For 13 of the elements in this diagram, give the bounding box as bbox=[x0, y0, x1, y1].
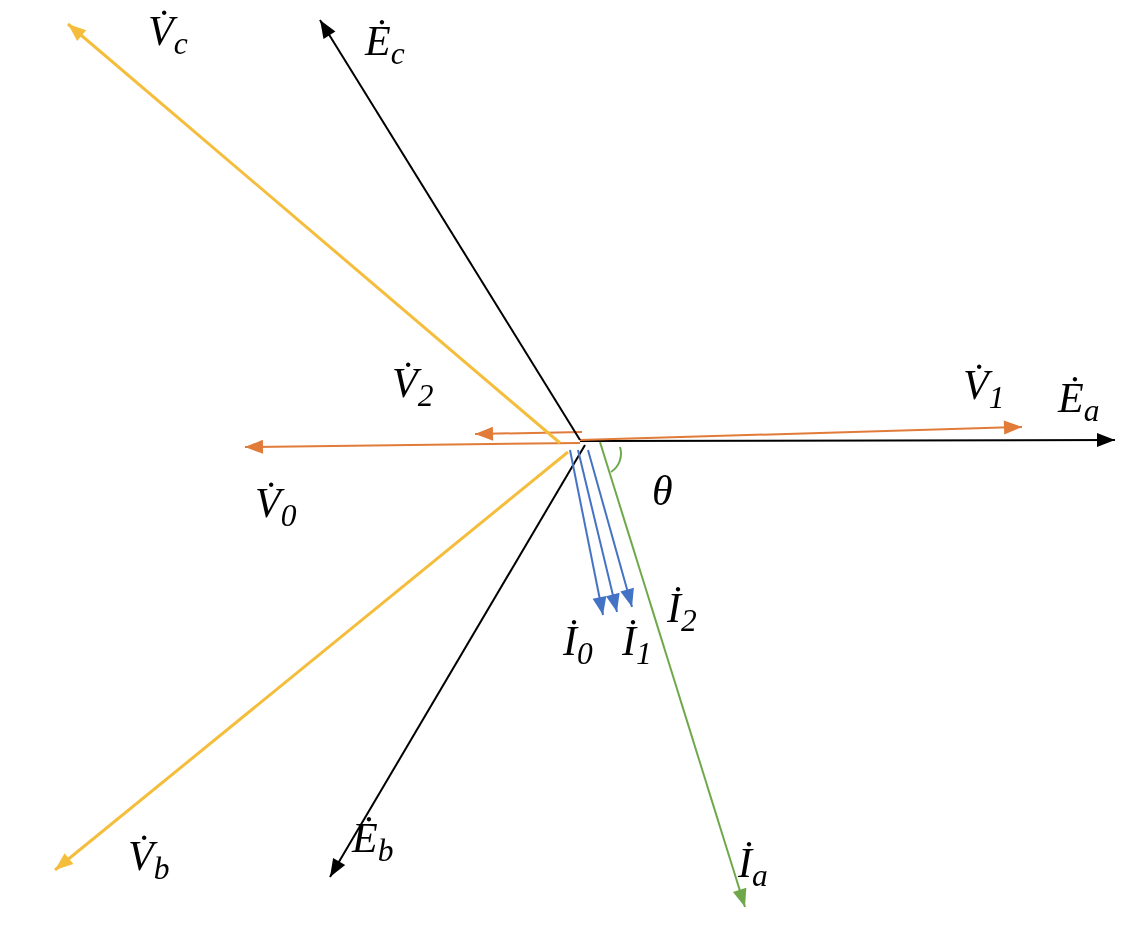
phasor-label: İ$_{0}$ bbox=[563, 618, 593, 665]
phasor-label: Ė$_{a}$ bbox=[1058, 375, 1100, 422]
phasor-label: V̇$_{b}$ bbox=[128, 833, 170, 880]
phasor-label: V̇$_{2}$ bbox=[392, 360, 434, 407]
phasor-label: V̇$_{c}$ bbox=[148, 8, 188, 55]
phasor-label: θ bbox=[652, 468, 673, 515]
phasor-label: İ$_{2}$ bbox=[667, 585, 697, 632]
phasor-label: V̇$_{0}$ bbox=[255, 480, 297, 527]
phasor-label: İ$_{a}$ bbox=[738, 840, 768, 887]
phasor-label: İ$_{1}$ bbox=[622, 618, 652, 665]
phasor-label: Ė$_{c}$ bbox=[365, 18, 405, 65]
phasor-label: Ė$_{b}$ bbox=[352, 815, 394, 862]
phasor-label: V̇$_{1}$ bbox=[963, 362, 1005, 409]
